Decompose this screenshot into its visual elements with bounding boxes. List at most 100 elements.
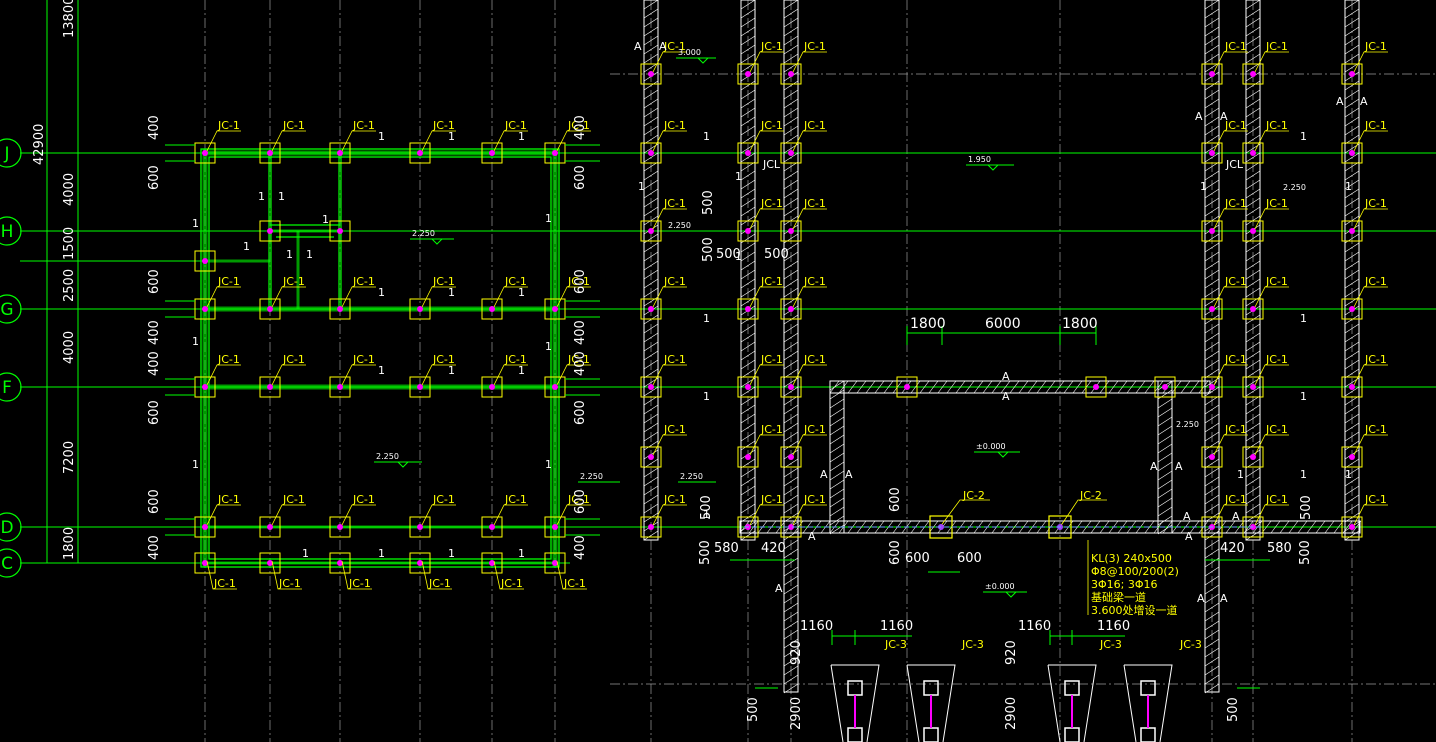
column-box[interactable] [329,298,351,320]
hatch-line [1204,0,1220,10]
column-box[interactable] [481,376,503,398]
column-box[interactable] [1242,376,1264,398]
column-box[interactable] [640,142,662,164]
column-box[interactable] [544,376,566,398]
hatch-line [740,260,756,271]
column-box[interactable] [1341,516,1363,538]
hatch-line [1245,125,1261,136]
column-box[interactable] [544,516,566,538]
column-box[interactable] [1154,376,1176,398]
column-box[interactable] [1242,63,1264,85]
column-box[interactable] [259,142,281,164]
column-box[interactable] [780,220,802,242]
column-box[interactable] [1242,142,1264,164]
column-box[interactable] [640,376,662,398]
column-box[interactable] [737,298,759,320]
axis-bubble-H[interactable]: H [0,216,22,246]
column-box[interactable] [737,446,759,468]
column-box[interactable] [780,446,802,468]
column-box[interactable] [329,142,351,164]
column-box[interactable] [737,376,759,398]
hatch-line [643,440,659,451]
column-box[interactable] [259,552,281,574]
column-box[interactable] [737,142,759,164]
column-box[interactable] [1341,63,1363,85]
column-box[interactable] [194,250,216,272]
column-box[interactable] [409,516,431,538]
column-box[interactable] [640,63,662,85]
hatch-line [1344,386,1360,397]
axis-bubble-J[interactable]: J [0,138,22,168]
column-label: JC-1 [1364,493,1387,506]
column-box[interactable] [409,376,431,398]
axis-bubble-F[interactable]: F [0,372,22,402]
column-leader [493,364,528,386]
hatch-line [1204,530,1220,541]
column-box[interactable] [544,142,566,164]
axis-bubble-C[interactable]: C [0,548,22,578]
axis-bubble-D[interactable]: D [0,512,22,542]
column-box[interactable] [194,142,216,164]
column-box[interactable] [780,298,802,320]
hatch-line [643,287,659,298]
column-box[interactable] [194,552,216,574]
column-box[interactable] [1201,220,1223,242]
column-box[interactable] [737,516,759,538]
column-box[interactable] [544,298,566,320]
column-box[interactable] [1201,376,1223,398]
low-dim-10: 500 [1298,540,1313,565]
column-box[interactable] [481,516,503,538]
column-box[interactable] [329,516,351,538]
column-box[interactable] [329,552,351,574]
column-box[interactable] [481,142,503,164]
column-box[interactable] [1242,446,1264,468]
column-box[interactable] [259,220,281,242]
column-box[interactable] [329,220,351,242]
column-box[interactable] [896,376,918,398]
column-box[interactable] [1341,446,1363,468]
column-box[interactable] [640,220,662,242]
column-box[interactable] [640,446,662,468]
column-box[interactable] [1341,220,1363,242]
column-leader [341,560,372,590]
column-box[interactable] [1201,63,1223,85]
column-box[interactable] [409,298,431,320]
column-box[interactable] [1341,142,1363,164]
column-box[interactable] [481,298,503,320]
column-box[interactable] [329,376,351,398]
column-box[interactable] [1341,298,1363,320]
column-box[interactable] [259,376,281,398]
column-leader [493,130,528,152]
column-box[interactable] [259,516,281,538]
column-label: JC-1 [663,353,686,366]
column-box[interactable] [640,298,662,320]
column-box[interactable] [259,298,281,320]
column-box[interactable] [1242,220,1264,242]
column-box[interactable] [780,63,802,85]
column-box[interactable] [194,516,216,538]
column-box[interactable] [194,298,216,320]
column-box[interactable] [1242,298,1264,320]
low-dim-11: 500 [699,495,714,520]
column-box[interactable] [780,142,802,164]
column-box[interactable] [1201,142,1223,164]
column-box[interactable] [481,552,503,574]
column-box[interactable] [1341,376,1363,398]
column-box[interactable] [409,142,431,164]
column-box[interactable] [1085,376,1107,398]
column-box[interactable] [1201,446,1223,468]
column-box[interactable] [544,552,566,574]
column-box[interactable] [780,376,802,398]
hatch-line [1204,242,1220,253]
wall-hatching [643,0,1362,694]
column-box[interactable] [737,220,759,242]
column-dot [337,150,343,156]
column-box[interactable] [737,63,759,85]
column-box[interactable] [640,516,662,538]
column-box[interactable] [409,552,431,574]
column-box[interactable] [194,376,216,398]
axis-bubble-G[interactable]: G [0,294,22,324]
column-box[interactable] [1201,298,1223,320]
